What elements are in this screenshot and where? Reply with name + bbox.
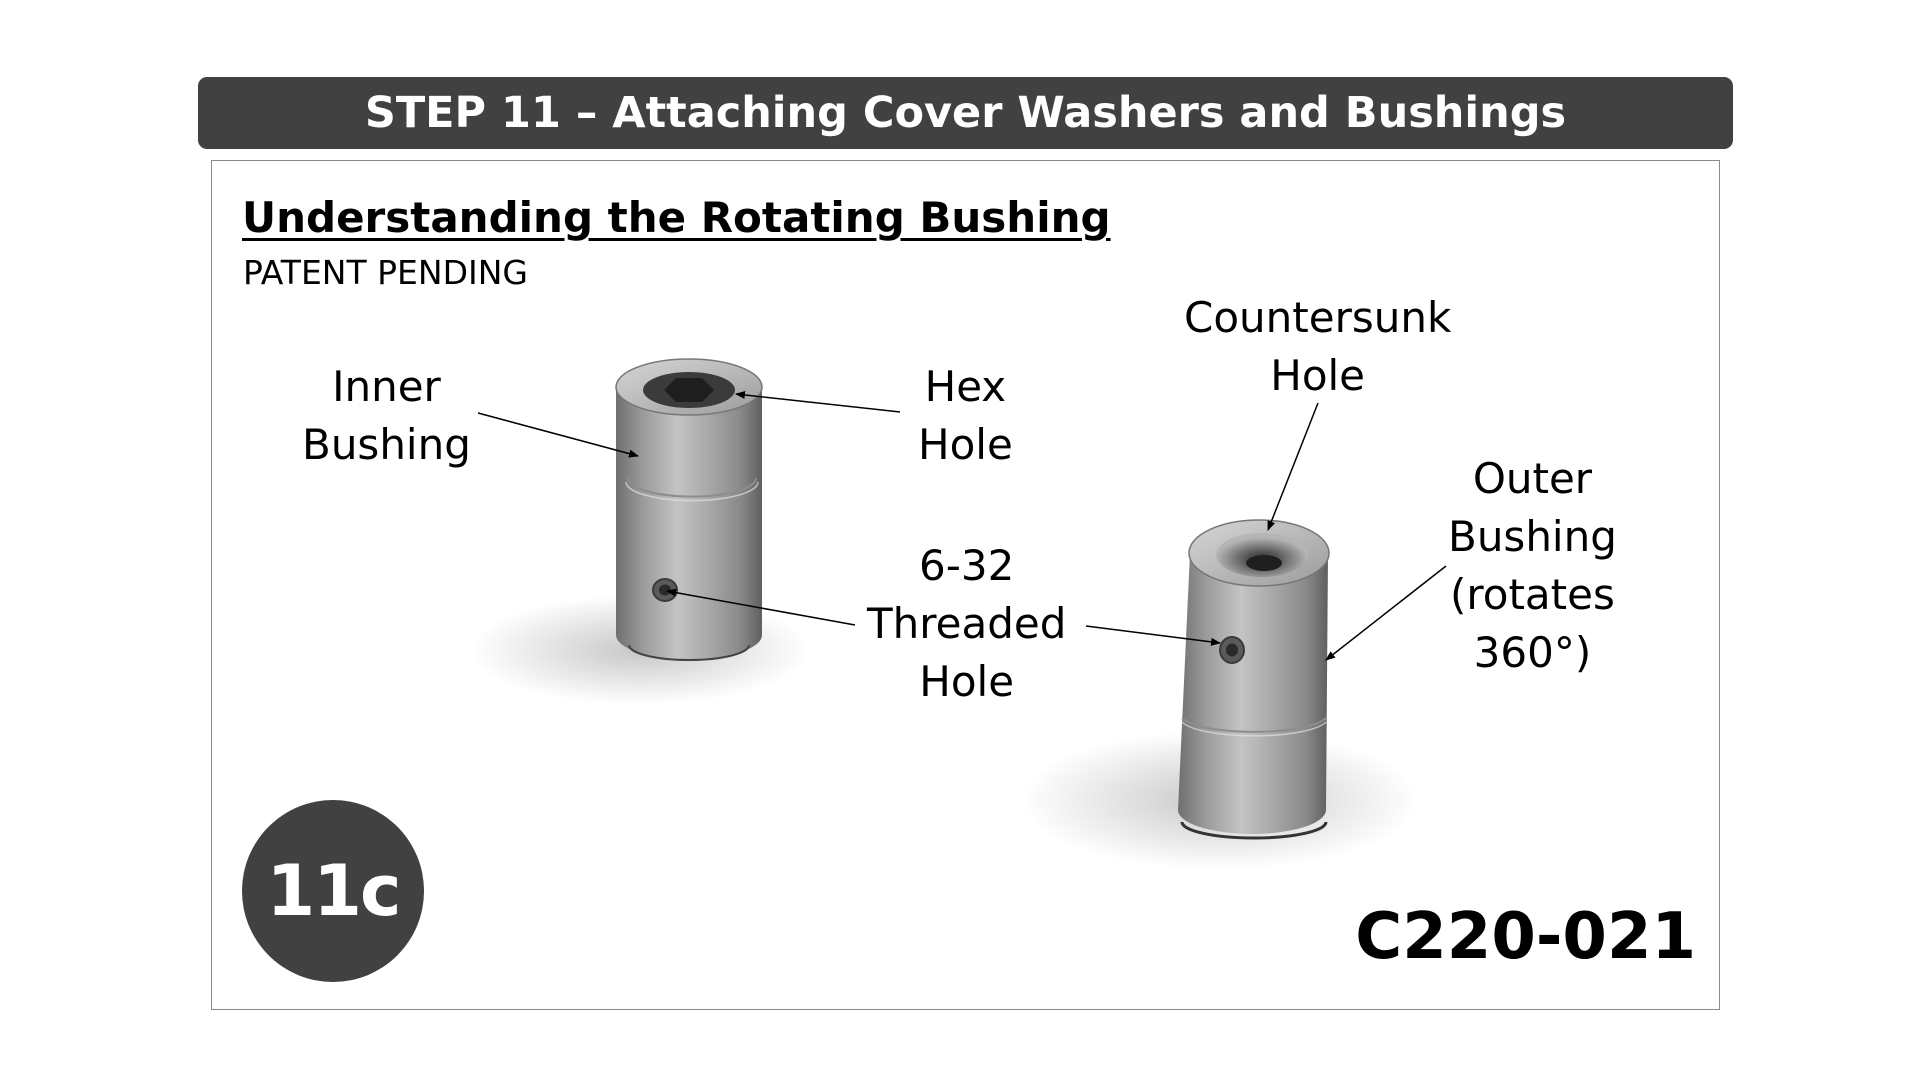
step-title: STEP 11 – Attaching Cover Washers and Bu…	[364, 88, 1567, 138]
callout-threaded-hole: 6-32 Threaded Hole	[867, 537, 1066, 711]
step-badge-label: 11c	[266, 850, 402, 932]
leader-inner-bushing	[477, 412, 639, 458]
leader-hex-hole	[735, 391, 901, 413]
callout-line: Outer	[1472, 454, 1593, 503]
callout-line: Threaded	[867, 599, 1067, 648]
callout-inner-bushing: Inner Bushing	[302, 358, 471, 474]
step-header-bar: STEP 11 – Attaching Cover Washers and Bu…	[198, 77, 1733, 149]
callout-line: (rotates	[1450, 570, 1615, 619]
leader-outer-bushing	[1325, 565, 1447, 661]
leader-threaded-hole-outer	[1085, 625, 1221, 646]
leader-threaded-hole-inner	[666, 588, 856, 626]
callout-line: Hole	[918, 420, 1013, 469]
outer-bushing	[1178, 519, 1330, 840]
callout-line: Bushing	[302, 420, 471, 469]
instruction-panel	[211, 160, 1720, 1010]
callout-line: Bushing	[1448, 512, 1617, 561]
callout-line: Hole	[919, 657, 1015, 706]
callout-line: 360°)	[1473, 628, 1592, 677]
section-title: Understanding the Rotating Bushing	[242, 193, 1111, 242]
callout-line: Hole	[1270, 351, 1366, 400]
callout-hex-hole: Hex Hole	[918, 358, 1013, 474]
part-number: C220-021	[1355, 900, 1696, 974]
callout-line: 6-32	[919, 541, 1015, 590]
leader-countersunk-hole	[1267, 402, 1319, 531]
callout-outer-bushing: Outer Bushing (rotates 360°)	[1448, 450, 1617, 682]
callout-line: Inner	[332, 362, 441, 411]
callout-countersunk-hole: Countersunk Hole	[1184, 289, 1451, 405]
inner-bushing	[615, 358, 763, 661]
step-badge: 11c	[242, 800, 424, 982]
patent-notice: PATENT PENDING	[243, 253, 528, 292]
callout-line: Countersunk	[1184, 293, 1452, 342]
callout-line: Hex	[924, 362, 1007, 411]
